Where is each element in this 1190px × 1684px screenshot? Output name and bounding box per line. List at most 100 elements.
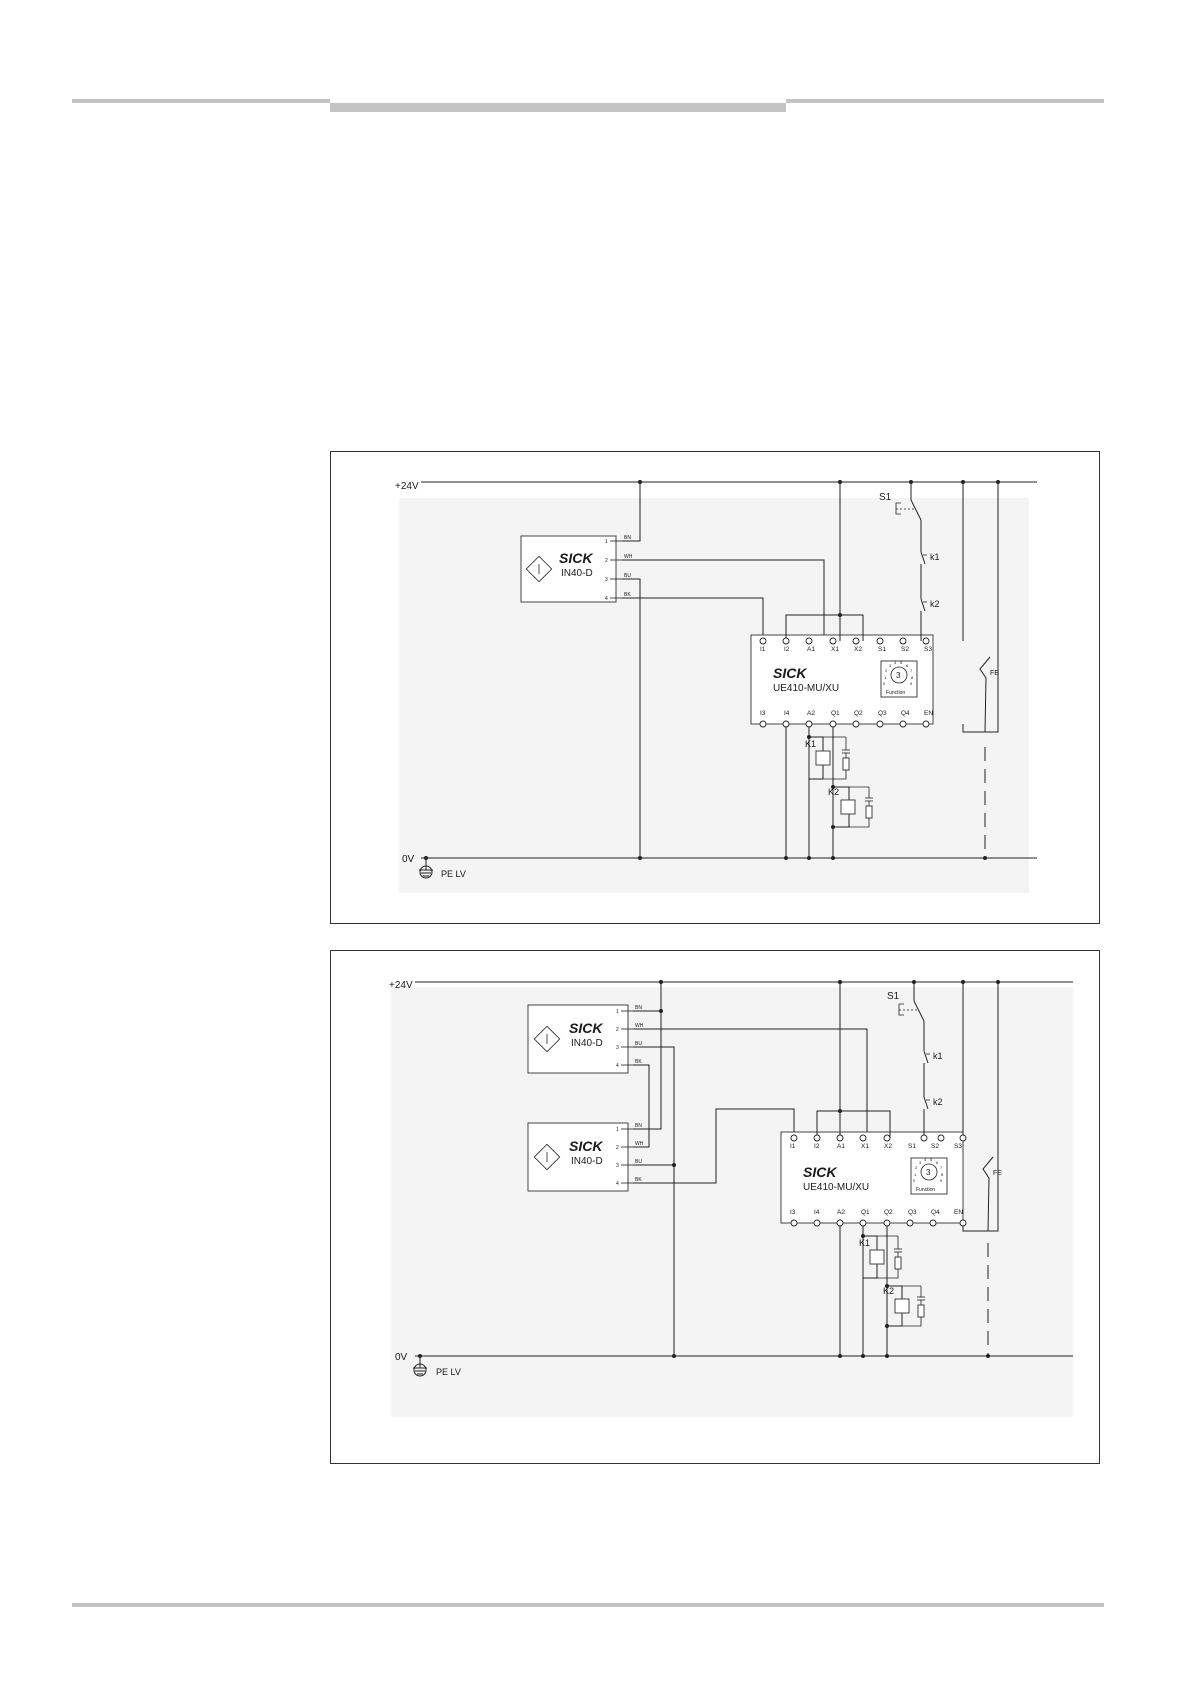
- contact-k2-label: k2: [930, 599, 940, 609]
- terminal-label: EN: [924, 710, 933, 717]
- dial-digit: 8: [911, 675, 914, 680]
- function-switch-label: Function: [886, 690, 905, 696]
- terminal-label: I4: [784, 710, 790, 717]
- sensor-wire-bk: BK: [624, 592, 631, 598]
- relay-k2: K2: [828, 786, 873, 828]
- sensor-model: IN40-D: [561, 568, 593, 579]
- terminal-label: X1: [861, 1143, 869, 1150]
- terminal-label: X2: [854, 646, 862, 653]
- terminal-label: A2: [837, 1209, 845, 1216]
- sensor-wire: BN: [635, 1005, 642, 1011]
- function-selector-dial: 3 Function 0 1 2 3 4 5 6 7 8 9: [880, 660, 918, 698]
- terminal-label: A1: [807, 646, 815, 653]
- terminal-label: X2: [884, 1143, 892, 1150]
- supply-pos-label: +24V: [395, 481, 419, 492]
- sensor-brand: SICK: [569, 1138, 603, 1154]
- dial-digit: 3: [889, 663, 892, 668]
- sensor-wire-bn: BN: [624, 535, 631, 541]
- fe-label: FE: [990, 670, 999, 677]
- terminal-label: A2: [807, 710, 815, 717]
- supply-neg-label: 0V: [395, 1352, 408, 1363]
- sensor-symbol-icon: [533, 1143, 561, 1171]
- terminal-label: S3: [924, 646, 932, 653]
- terminal-label: Q3: [878, 710, 887, 717]
- relay-k1: K1: [805, 736, 850, 780]
- controller-model: UE410-MU/XU: [773, 683, 839, 694]
- dial-digit: 9: [940, 1178, 943, 1183]
- terminal-label: Q4: [931, 1209, 940, 1216]
- function-switch-value: 3: [896, 671, 901, 680]
- terminal-label: Q2: [884, 1209, 893, 1216]
- terminal-label: I3: [760, 710, 766, 717]
- dial-digit: 4: [894, 660, 897, 665]
- header-rule-left: [72, 99, 330, 103]
- terminal-label: EN: [954, 1209, 963, 1216]
- drawing-area: [391, 987, 1073, 1417]
- dial-digit: 0: [883, 681, 886, 686]
- terminal-label: S1: [878, 646, 886, 653]
- earth-label: PE LV: [441, 869, 466, 879]
- controller-model: UE410-MU/XU: [803, 1182, 869, 1193]
- terminal-label: S3: [954, 1143, 962, 1150]
- terminal-label: S1: [908, 1143, 916, 1150]
- contact-k1-label: k1: [930, 552, 940, 562]
- sensor-2-in40d: SICK IN40-D 1 2 3 4 BN WH BU BK: [527, 1122, 644, 1192]
- controller-brand: SICK: [773, 665, 807, 681]
- contact-k2: k2: [923, 1096, 943, 1110]
- terminal-circles: [759, 637, 930, 728]
- terminal-label: Q1: [861, 1209, 870, 1216]
- sensor-brand: SICK: [569, 1020, 603, 1036]
- sensor-brand: SICK: [559, 550, 593, 566]
- supply-pos-label: +24V: [389, 980, 413, 991]
- sensor-symbol-icon: [525, 555, 553, 583]
- controller-brand: SICK: [803, 1164, 837, 1180]
- terminal-label: I1: [760, 646, 766, 653]
- sensor-pin: 1: [616, 1127, 619, 1133]
- sensor-model: IN40-D: [571, 1038, 603, 1049]
- dial-digit: 2: [915, 1165, 918, 1170]
- reset-switch-label: S1: [887, 991, 900, 1002]
- footer-rule: [72, 1603, 1104, 1607]
- relay-k1-label: K1: [805, 739, 816, 749]
- terminal-label: Q2: [854, 710, 863, 717]
- dial-digit: 7: [910, 668, 913, 673]
- earth-label: PE LV: [436, 1367, 461, 1377]
- fe-connection: FE: [979, 656, 999, 860]
- dial-digit: 6: [936, 1160, 939, 1165]
- sensor-symbol-icon: [533, 1025, 561, 1053]
- relay-k2: K2: [883, 1285, 925, 1327]
- sensor-pin: 1: [616, 1009, 619, 1015]
- relay-k1-label: K1: [859, 1238, 870, 1248]
- terminal-label: S2: [901, 646, 909, 653]
- header-rule-center: [330, 103, 786, 112]
- sensor-wire: BK: [635, 1059, 642, 1065]
- sensor-wire: BU: [635, 1041, 642, 1047]
- contact-k1: k1: [923, 1050, 943, 1064]
- terminal-label: I1: [790, 1143, 796, 1150]
- sensor-pin: 4: [616, 1063, 619, 1069]
- controller-ue410: SICK UE410-MU/XU 3 Function 0 1 2 3 4 5 …: [750, 634, 934, 725]
- terminal-label: Q1: [831, 710, 840, 717]
- controller-ue410: SICK UE410-MU/XU 3 Function 0 1 2 3 4 5 …: [780, 1131, 964, 1224]
- relay-k2-label: K2: [828, 787, 839, 797]
- contact-k1: k1: [920, 551, 940, 565]
- sensor-pin: 3: [616, 1163, 619, 1169]
- dial-digit: 0: [913, 1178, 916, 1183]
- reset-switch-label: S1: [879, 492, 892, 503]
- circuit-double: +24V 0V PE LV SICK IN40-D 1 2 3 4 BN: [389, 980, 1073, 1417]
- supply-neg-label: 0V: [402, 854, 415, 865]
- terminal-label: I3: [790, 1209, 796, 1216]
- header-rule-right: [786, 99, 1104, 103]
- fe-label: FE: [993, 1170, 1002, 1177]
- sensor-pin: 4: [616, 1181, 619, 1187]
- relay-k1: K1: [859, 1235, 902, 1279]
- sensor-wire: BK: [635, 1177, 642, 1183]
- dial-digit: 2: [885, 668, 888, 673]
- function-selector-dial: 3 Function 0 1 2 3 4 5 6 7 8 9: [910, 1157, 948, 1195]
- circuit-single: +24V 0V PE LV SICK IN40-D 1 2 3 4 BN: [395, 480, 1037, 893]
- wiring-diagram-two-sensors: +24V 0V PE LV SICK IN40-D 1 2 3 4 BN: [330, 950, 1100, 1464]
- terminal-label: I4: [814, 1209, 820, 1216]
- relay-k2-label: K2: [883, 1286, 894, 1296]
- sensor-in40d: SICK IN40-D 1 2 3 4 BN WH BU BK: [520, 535, 633, 603]
- sensor-wire: BN: [635, 1123, 642, 1129]
